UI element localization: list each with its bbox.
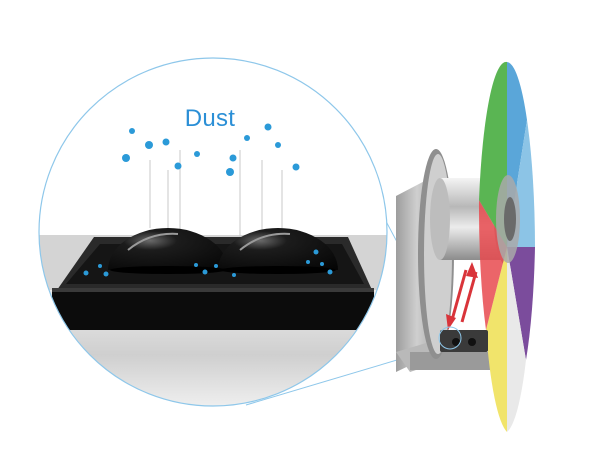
light-beam-arrows [446, 262, 478, 330]
mini-sensor [440, 330, 488, 352]
color-wheel [478, 61, 535, 432]
color-wheel-assembly [396, 61, 535, 432]
lens-sensor [52, 228, 374, 330]
dust-trails [149, 150, 283, 240]
magnifier-circle [38, 57, 388, 407]
dust-particles [83, 123, 333, 277]
dust-label: Dust [184, 105, 236, 132]
